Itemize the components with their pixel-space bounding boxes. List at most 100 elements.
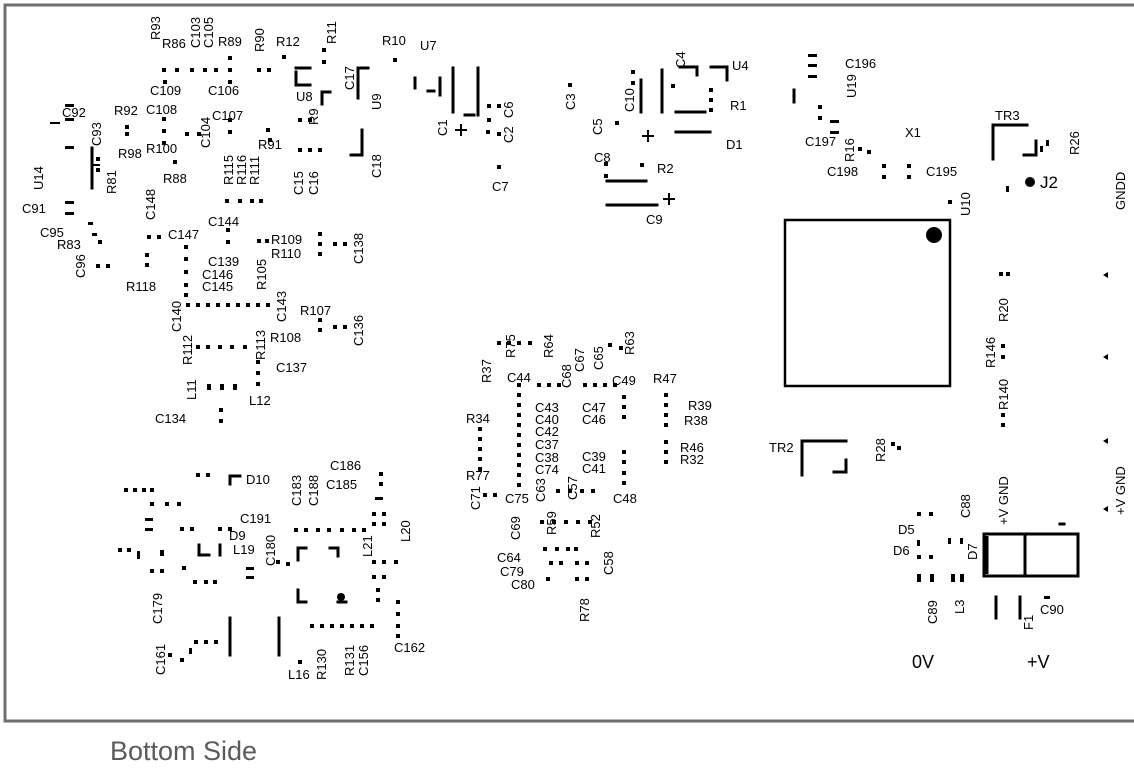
label-L3: L3 <box>952 600 967 614</box>
label-C38: C38 <box>535 450 559 465</box>
label-D1: D1 <box>726 137 743 152</box>
label-C89: C89 <box>925 600 940 624</box>
label-C91: C91 <box>22 201 46 216</box>
label-C134: C134 <box>155 411 186 426</box>
power-connector-outline <box>982 532 1080 578</box>
label-R112: R112 <box>180 335 195 365</box>
label-D6: D6 <box>893 543 910 558</box>
label-R88: R88 <box>163 171 187 186</box>
label-V-GND-right: +V GND <box>1113 466 1128 515</box>
label-R75: R75 <box>503 334 518 358</box>
label-C156: C156 <box>356 645 371 676</box>
label-C41: C41 <box>582 461 606 476</box>
label-X1: X1 <box>905 125 921 140</box>
label-C47: C47 <box>582 400 606 415</box>
label-R91: R91 <box>258 137 282 152</box>
label-R20: R20 <box>996 298 1011 322</box>
label-C196: C196 <box>845 56 876 71</box>
label-R46: R46 <box>680 440 704 455</box>
label-D7: D7 <box>965 543 980 560</box>
label-R39: R39 <box>688 398 712 413</box>
label-C42: C42 <box>535 424 559 439</box>
label-R26: R26 <box>1067 131 1082 155</box>
label-C1: C1 <box>435 119 450 136</box>
label-R59: R59 <box>544 511 559 535</box>
label-C148: C148 <box>143 189 158 220</box>
label-C69: C69 <box>508 516 523 540</box>
label-TR2: TR2 <box>769 440 794 455</box>
label-C3: C3 <box>563 93 578 110</box>
label-U4: U4 <box>732 58 749 73</box>
label-C146: C146 <box>202 267 233 282</box>
label-C147: C147 <box>168 227 199 242</box>
label-R16: R16 <box>842 138 857 162</box>
label-U10: U10 <box>958 192 973 216</box>
label-R10: R10 <box>382 33 406 48</box>
label-TR3: TR3 <box>995 108 1020 123</box>
label-C106: C106 <box>208 83 239 98</box>
label-C197: C197 <box>805 134 836 149</box>
label-C198: C198 <box>827 164 858 179</box>
label-C37: C37 <box>535 437 559 452</box>
label-R118: R118 <box>126 279 156 294</box>
label-R113: R113 <box>253 330 268 360</box>
label-R52: R52 <box>588 514 603 538</box>
label-C10: C10 <box>622 88 637 112</box>
label-C5: C5 <box>590 118 605 135</box>
label-R146: R146 <box>983 337 998 368</box>
label-C109: C109 <box>150 83 181 98</box>
label-R38: R38 <box>684 413 708 428</box>
label-C8: C8 <box>594 150 611 165</box>
label-U19: U19 <box>844 74 859 98</box>
label-D5: D5 <box>898 522 915 537</box>
label-R92: R92 <box>114 103 138 118</box>
label-C68: C68 <box>559 364 574 388</box>
label-C64: C64 <box>497 550 521 565</box>
label-L11: L11 <box>184 379 199 400</box>
page-caption: Bottom Side <box>110 736 258 766</box>
label-C49: C49 <box>612 373 636 388</box>
label-L21: L21 <box>360 535 375 557</box>
label-C179: C179 <box>150 593 165 624</box>
label-R100: R100 <box>146 141 177 156</box>
label-R116: R116 <box>234 155 249 185</box>
label-R105: R105 <box>254 259 269 290</box>
label-R130: R130 <box>314 649 329 680</box>
label-C43: C43 <box>535 400 559 415</box>
label-C191: C191 <box>240 511 271 526</box>
label-R37: R37 <box>479 359 494 383</box>
main-ic-outline <box>783 218 952 388</box>
label-R83: R83 <box>57 237 81 252</box>
label-C74: C74 <box>535 462 559 477</box>
label-U8: U8 <box>296 89 313 104</box>
label-C44: C44 <box>507 370 531 385</box>
label-C18: C18 <box>369 154 384 178</box>
label-F1: F1 <box>1021 615 1036 630</box>
label-R9: R9 <box>306 108 321 125</box>
label-C183: C183 <box>289 475 304 506</box>
label-C93: C93 <box>89 122 104 146</box>
label-R111: R111 <box>247 156 262 185</box>
label-R89: R89 <box>218 34 242 49</box>
label-C16: C16 <box>306 171 321 195</box>
label-C180: C180 <box>263 535 278 566</box>
label-C136: C136 <box>351 315 366 346</box>
label-GNDD: GNDD <box>1113 172 1128 210</box>
label-C186: C186 <box>330 458 361 473</box>
label-C9: C9 <box>646 212 663 227</box>
label-C145: C145 <box>202 279 233 294</box>
label-C58: C58 <box>601 551 616 575</box>
label-C162: C162 <box>394 640 425 655</box>
label-C140: C140 <box>169 301 184 332</box>
label-R28: R28 <box>873 438 888 462</box>
label-R131: R131 <box>342 645 357 676</box>
label-R90: R90 <box>252 28 267 52</box>
label-C88: C88 <box>958 494 973 518</box>
label-D10: D10 <box>246 472 270 487</box>
label-C79: C79 <box>500 564 524 579</box>
label-C75: C75 <box>505 491 529 506</box>
label-C104: C104 <box>198 117 213 148</box>
label-C67: C67 <box>572 348 587 372</box>
silkscreen-marks <box>50 48 1108 664</box>
